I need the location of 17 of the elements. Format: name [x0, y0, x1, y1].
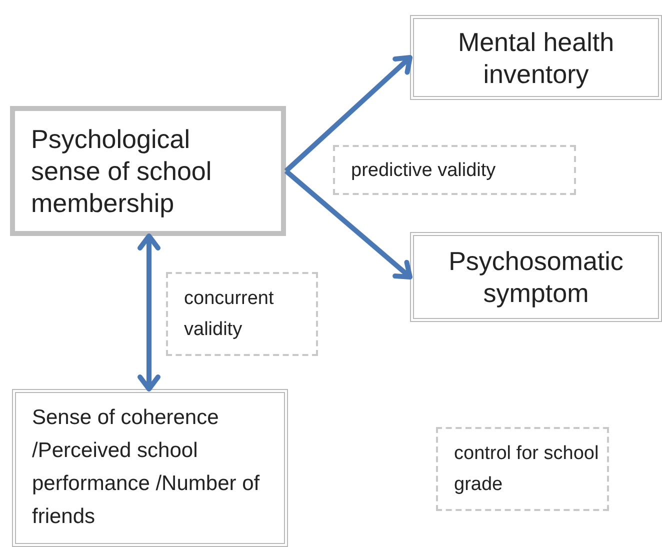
arrow [284, 169, 412, 280]
arrow [284, 55, 412, 173]
arrow [138, 234, 160, 392]
node-text: Psychosomatic symptom [448, 245, 624, 309]
note-box [333, 145, 576, 195]
node-text: Sense of coherence /Perceived school performance /Number of friends [32, 406, 260, 528]
variable-box [12, 389, 288, 547]
outcome-box [410, 15, 662, 100]
node-text: concurrent validity [184, 287, 275, 342]
note-box [166, 272, 318, 356]
node-text: Psychological sense of school membership [31, 123, 213, 219]
node-text: Mental health inventory [456, 26, 616, 90]
concept-box [10, 106, 286, 236]
node-text: control for school grade [454, 442, 599, 497]
note-box [436, 427, 609, 511]
node-text: predictive validity [351, 158, 496, 182]
outcome-box [410, 232, 662, 322]
